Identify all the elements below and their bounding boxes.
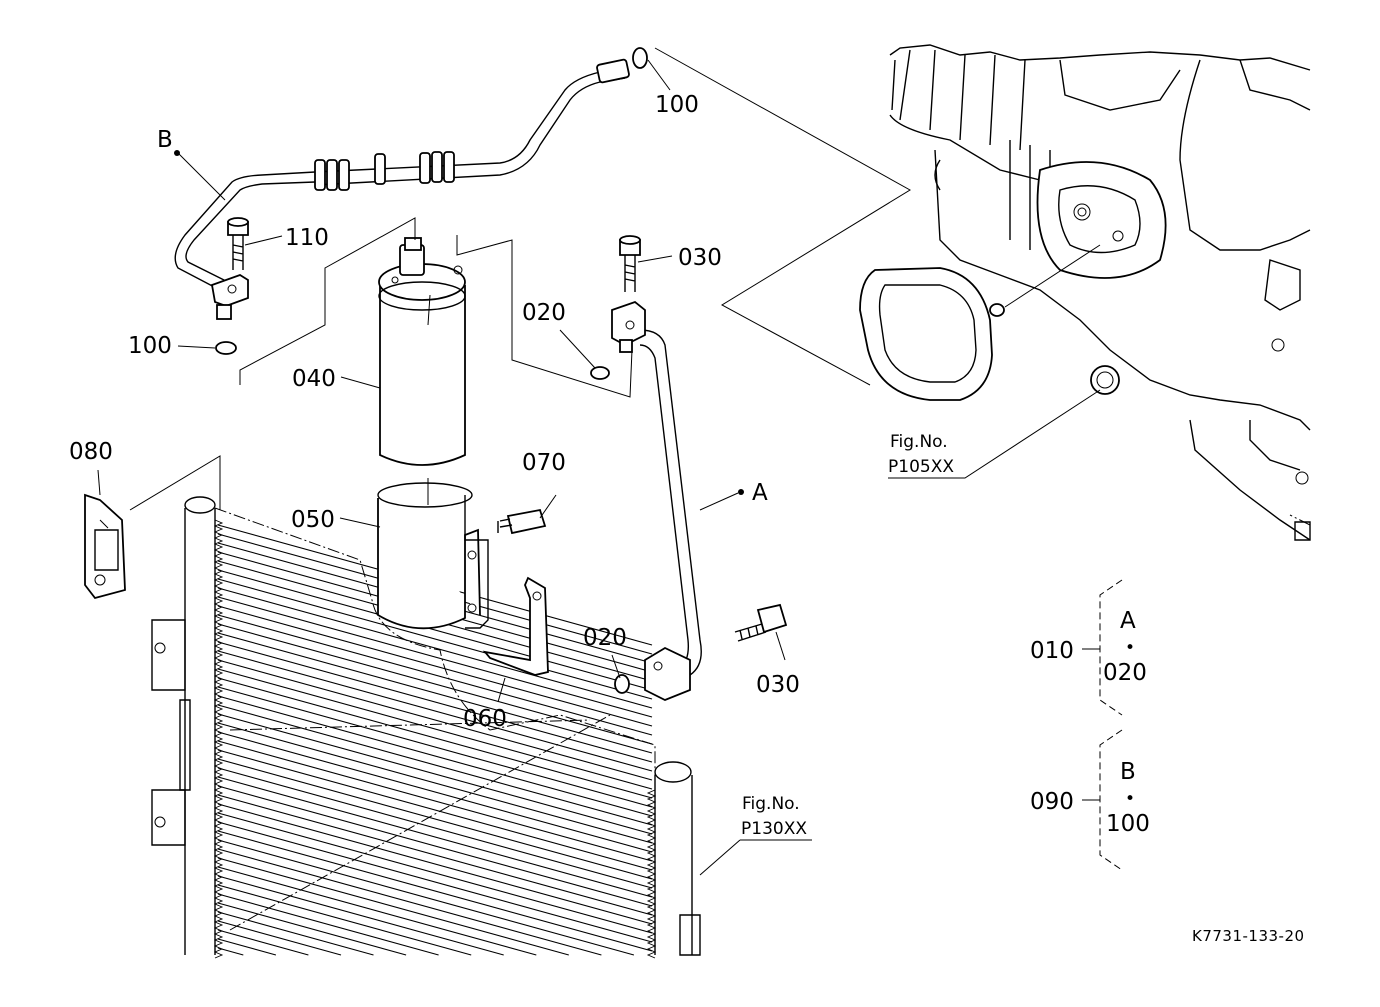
condenser-fin xyxy=(217,605,653,727)
fig-ref-code: P105XX xyxy=(888,457,954,477)
bolt-070 xyxy=(497,494,557,535)
condenser-fin xyxy=(217,902,407,956)
label-ref-a: A xyxy=(752,480,768,506)
bracket-080 xyxy=(84,493,126,600)
condenser-fin xyxy=(217,704,653,826)
label-060: 060 xyxy=(463,706,507,732)
condenser-fin xyxy=(217,668,653,790)
label-020-top: 020 xyxy=(522,300,566,326)
kit-separator: • xyxy=(1125,638,1135,658)
label-110: 110 xyxy=(285,225,329,251)
condenser-fin xyxy=(217,731,653,853)
bolt-110 xyxy=(227,217,249,270)
condenser-fin xyxy=(217,758,653,880)
condenser-fin xyxy=(217,641,653,763)
bolt-030-top xyxy=(619,235,641,292)
condenser-fin xyxy=(217,893,439,956)
condenser-fin xyxy=(217,920,342,956)
condenser-fin xyxy=(217,830,653,952)
bolt-030-bottom xyxy=(734,603,788,642)
condenser-fin xyxy=(217,749,653,871)
drawing-code: K7731-133-20 xyxy=(1192,927,1305,945)
fig-ref-title: Fig.No. xyxy=(742,794,800,814)
hose-a xyxy=(611,300,702,701)
condenser-fin xyxy=(217,614,653,736)
condenser-fin xyxy=(217,848,602,956)
label-040: 040 xyxy=(292,366,336,392)
condenser-fin xyxy=(217,821,653,943)
condenser-fin xyxy=(217,578,653,700)
condenser-fin xyxy=(217,839,635,956)
condenser-fin xyxy=(217,659,653,781)
kit-separator: • xyxy=(1125,789,1135,809)
kit-top-ref: B xyxy=(1120,759,1136,785)
bracket-060 xyxy=(482,576,549,676)
hvac-unit xyxy=(859,44,1311,541)
condenser-fin xyxy=(217,677,653,799)
condenser-fin xyxy=(217,884,472,956)
condenser-fin xyxy=(217,767,653,889)
condenser-fin xyxy=(217,785,653,907)
condenser-fin xyxy=(217,938,277,956)
condenser-fin xyxy=(217,803,653,925)
condenser-fin xyxy=(217,650,653,772)
label-070: 070 xyxy=(522,450,566,476)
label-020-bottom: 020 xyxy=(583,625,627,651)
leader-lines xyxy=(97,47,1101,876)
label-080: 080 xyxy=(69,439,113,465)
condenser-fin xyxy=(217,623,653,745)
condenser-fin xyxy=(217,722,653,844)
kit-part-number: 090 xyxy=(1030,789,1074,815)
kit-top-ref: A xyxy=(1120,608,1136,634)
condenser-fin xyxy=(217,686,653,808)
hose-b xyxy=(174,58,630,320)
label-030-bottom: 030 xyxy=(756,672,800,698)
label-100-left: 100 xyxy=(128,333,172,359)
condenser-fin xyxy=(217,866,537,956)
kit-bottom-ref: 020 xyxy=(1103,660,1147,686)
condenser-fin xyxy=(217,929,309,956)
condenser-fin xyxy=(217,911,374,956)
o-rings xyxy=(215,47,1005,694)
label-ref-b: B xyxy=(157,127,173,153)
condenser-fin xyxy=(217,776,653,898)
fig-ref-title: Fig.No. xyxy=(890,432,948,452)
condenser-fin xyxy=(217,740,653,862)
condenser-fin xyxy=(217,569,653,691)
condenser-fin xyxy=(217,632,653,754)
condenser-fin xyxy=(217,596,653,718)
label-100-top: 100 xyxy=(655,92,699,118)
fig-ref-code: P130XX xyxy=(741,819,807,839)
fin-edge xyxy=(646,789,657,959)
condenser-fin xyxy=(217,857,569,956)
fin-edge xyxy=(213,519,224,959)
condenser-fin xyxy=(217,695,653,817)
condenser-fin xyxy=(217,812,653,934)
condenser-fin xyxy=(217,875,504,956)
clamp-band xyxy=(377,478,489,630)
condenser-fin xyxy=(217,794,653,916)
kit-bottom-ref: 100 xyxy=(1106,811,1150,837)
condenser-fin xyxy=(217,587,653,709)
condenser-fin xyxy=(217,713,653,835)
kit-brackets xyxy=(1082,579,1123,871)
label-030-top: 030 xyxy=(678,245,722,271)
kit-part-number: 010 xyxy=(1030,638,1074,664)
receiver-drier xyxy=(378,237,466,466)
label-050: 050 xyxy=(291,507,335,533)
